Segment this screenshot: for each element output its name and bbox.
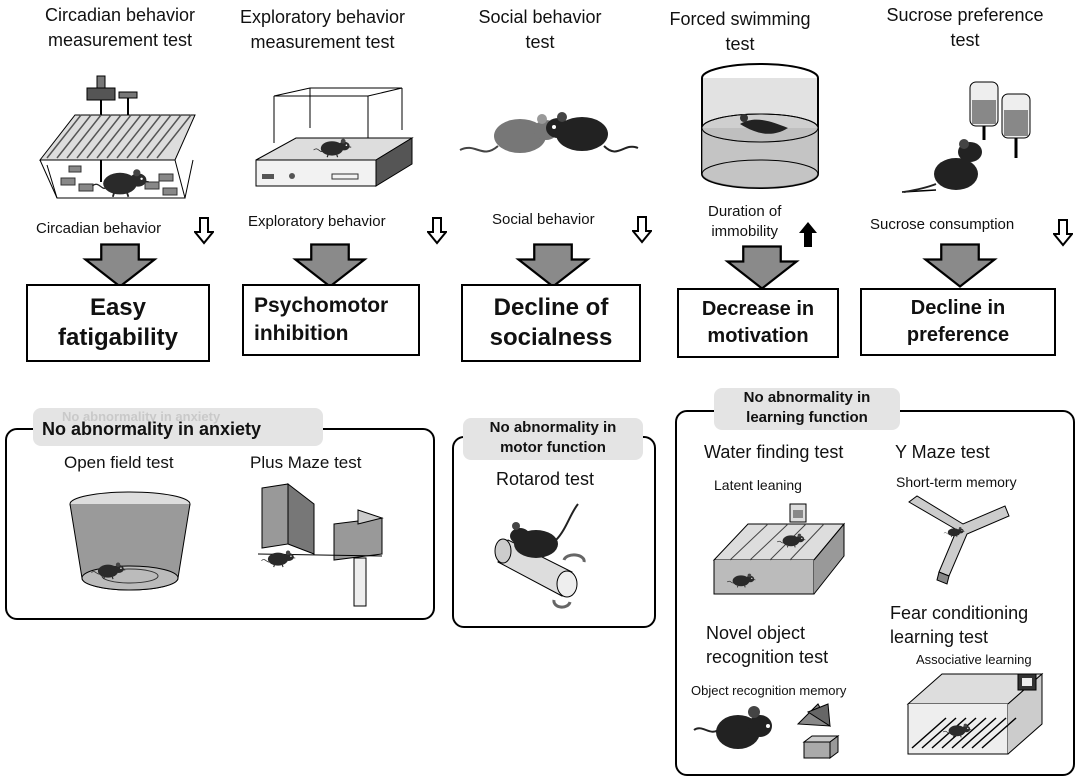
open-field-arena-illustration	[69, 491, 191, 591]
decrease-arrow-icon	[194, 217, 214, 245]
y-maze-illustration	[908, 495, 1010, 585]
measure-label-social: Social behavior	[492, 211, 595, 228]
outcome-box-preference: Decline in preference	[860, 288, 1056, 356]
latent-learning-label: Latent leaning	[714, 477, 802, 493]
fear-conditioning-box-illustration	[906, 672, 1044, 755]
learning-panel-header: No abnormality in learning function	[743, 389, 871, 426]
column-title-social: Social behavior test	[478, 7, 602, 52]
sucrose-bottles-illustration	[901, 81, 1031, 193]
exploratory-box-illustration	[255, 87, 414, 187]
rotarod-illustration	[494, 503, 586, 609]
plus-maze-test-label: Plus Maze test	[250, 453, 362, 472]
y-maze-test-label: Y Maze test	[895, 442, 990, 462]
result-arrow-icon	[517, 243, 589, 288]
decrease-arrow-icon	[427, 217, 447, 245]
increase-arrow-icon	[798, 220, 818, 248]
panel-tag-background	[463, 418, 643, 460]
fear-conditioning-test-label: Fear conditioning learning test	[890, 603, 1029, 647]
outcome-box-motivation: Decrease in motivation	[677, 288, 839, 358]
result-arrow-icon	[924, 243, 996, 288]
swimming-cylinder-illustration	[701, 63, 819, 189]
panel-tag-background	[33, 408, 323, 446]
result-arrow-icon	[726, 245, 798, 290]
motor-panel	[452, 436, 656, 628]
column-title-swimming: Forced swimming test	[669, 9, 811, 54]
result-arrow-icon	[84, 243, 156, 288]
open-field-test-label: Open field test	[64, 453, 174, 472]
plus-maze-illustration	[257, 482, 384, 607]
outcome-box-psychomotor: Psychomotor inhibition	[242, 284, 420, 356]
water-finding-test-label: Water finding test	[704, 442, 844, 462]
measure-label-circadian: Circadian behavior	[36, 220, 162, 237]
column-title-exploratory: Exploratory behavior measurement test	[239, 7, 406, 52]
rotarod-test-label: Rotarod test	[496, 469, 595, 489]
panel-tag-background	[714, 388, 900, 430]
decrease-arrow-icon	[632, 216, 652, 244]
measure-label-sucrose: Sucrose consumption	[870, 216, 1015, 233]
result-arrow-icon	[294, 243, 366, 288]
column-title-circadian: Circadian behavior measurement test	[44, 5, 196, 50]
novel-object-test-label: Novel object recognition test	[706, 623, 829, 667]
anxiety-panel-header: No abnormality in anxiety	[42, 419, 262, 439]
associative-learning-label: Associative learning	[916, 652, 1032, 667]
short-term-memory-label: Short-term memory	[896, 474, 1017, 490]
circadian-cage-illustration	[38, 75, 196, 199]
measure-label-exploratory: Exploratory behavior	[248, 213, 386, 230]
water-finding-box-illustration	[712, 503, 846, 595]
measure-label-immobility: Duration of immobility	[708, 203, 782, 240]
outcome-box-fatigability: Easy fatigability	[26, 284, 210, 362]
novel-object-illustration	[693, 703, 840, 759]
social-mice-illustration	[459, 112, 639, 153]
decrease-arrow-icon	[1053, 219, 1073, 247]
object-recognition-memory-label: Object recognition memory	[691, 683, 847, 698]
outcome-box-socialness: Decline of socialness	[461, 284, 641, 362]
column-title-sucrose: Sucrose preference test	[886, 5, 1044, 50]
ghost-header-text: No abnormality in anxiety	[62, 409, 221, 424]
motor-panel-header: No abnormality in motor function	[489, 419, 617, 456]
